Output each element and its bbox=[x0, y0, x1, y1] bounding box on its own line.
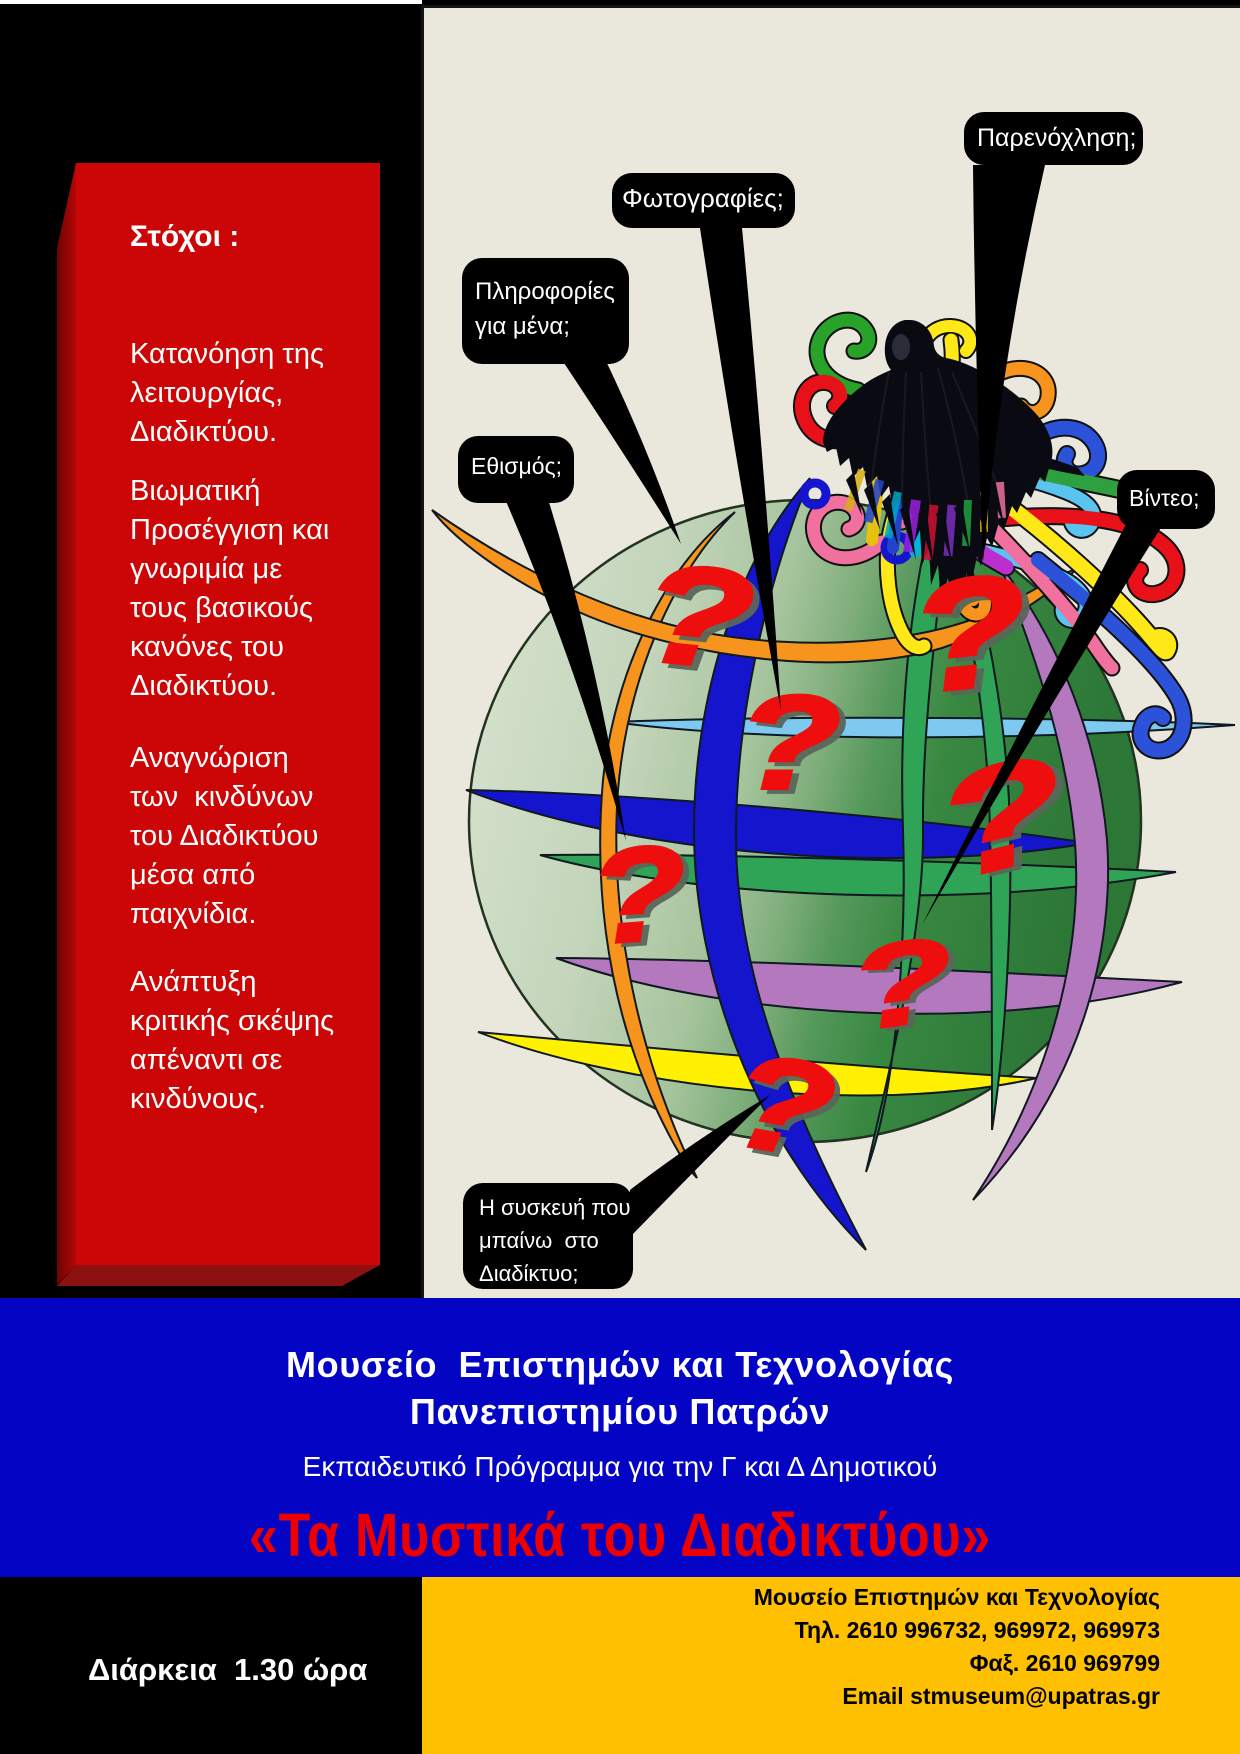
svg-text:?: ? bbox=[590, 821, 697, 977]
svg-text:?: ? bbox=[848, 914, 968, 1058]
svg-text:?: ? bbox=[737, 667, 842, 817]
svg-text:?: ? bbox=[584, 817, 691, 973]
svg-text:?: ? bbox=[902, 540, 1036, 726]
svg-text:?: ? bbox=[909, 544, 1043, 730]
svg-text:?: ? bbox=[842, 912, 962, 1056]
svg-text:?: ? bbox=[633, 533, 760, 700]
svg-text:?: ? bbox=[640, 538, 767, 705]
svg-text:?: ? bbox=[743, 671, 848, 821]
